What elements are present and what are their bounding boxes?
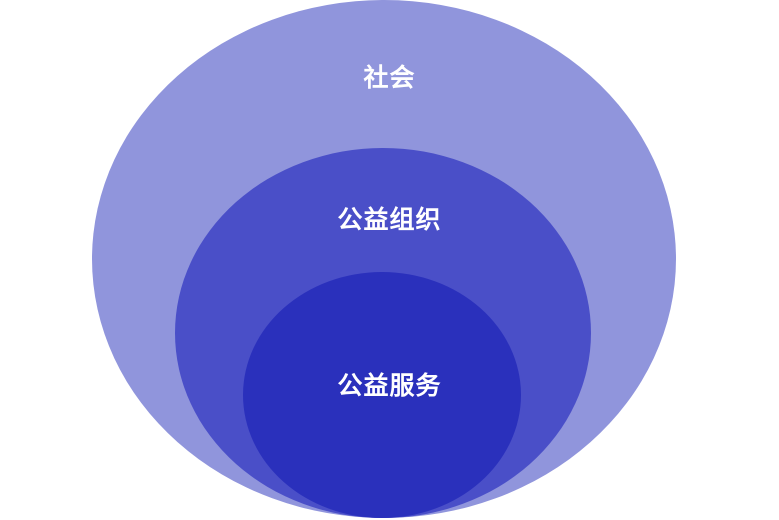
label-public-welfare-organization: 公益组织 <box>337 205 442 234</box>
label-public-welfare-service: 公益服务 <box>337 371 442 400</box>
label-society: 社会 <box>363 63 416 92</box>
circle-public-welfare-service <box>243 272 521 518</box>
